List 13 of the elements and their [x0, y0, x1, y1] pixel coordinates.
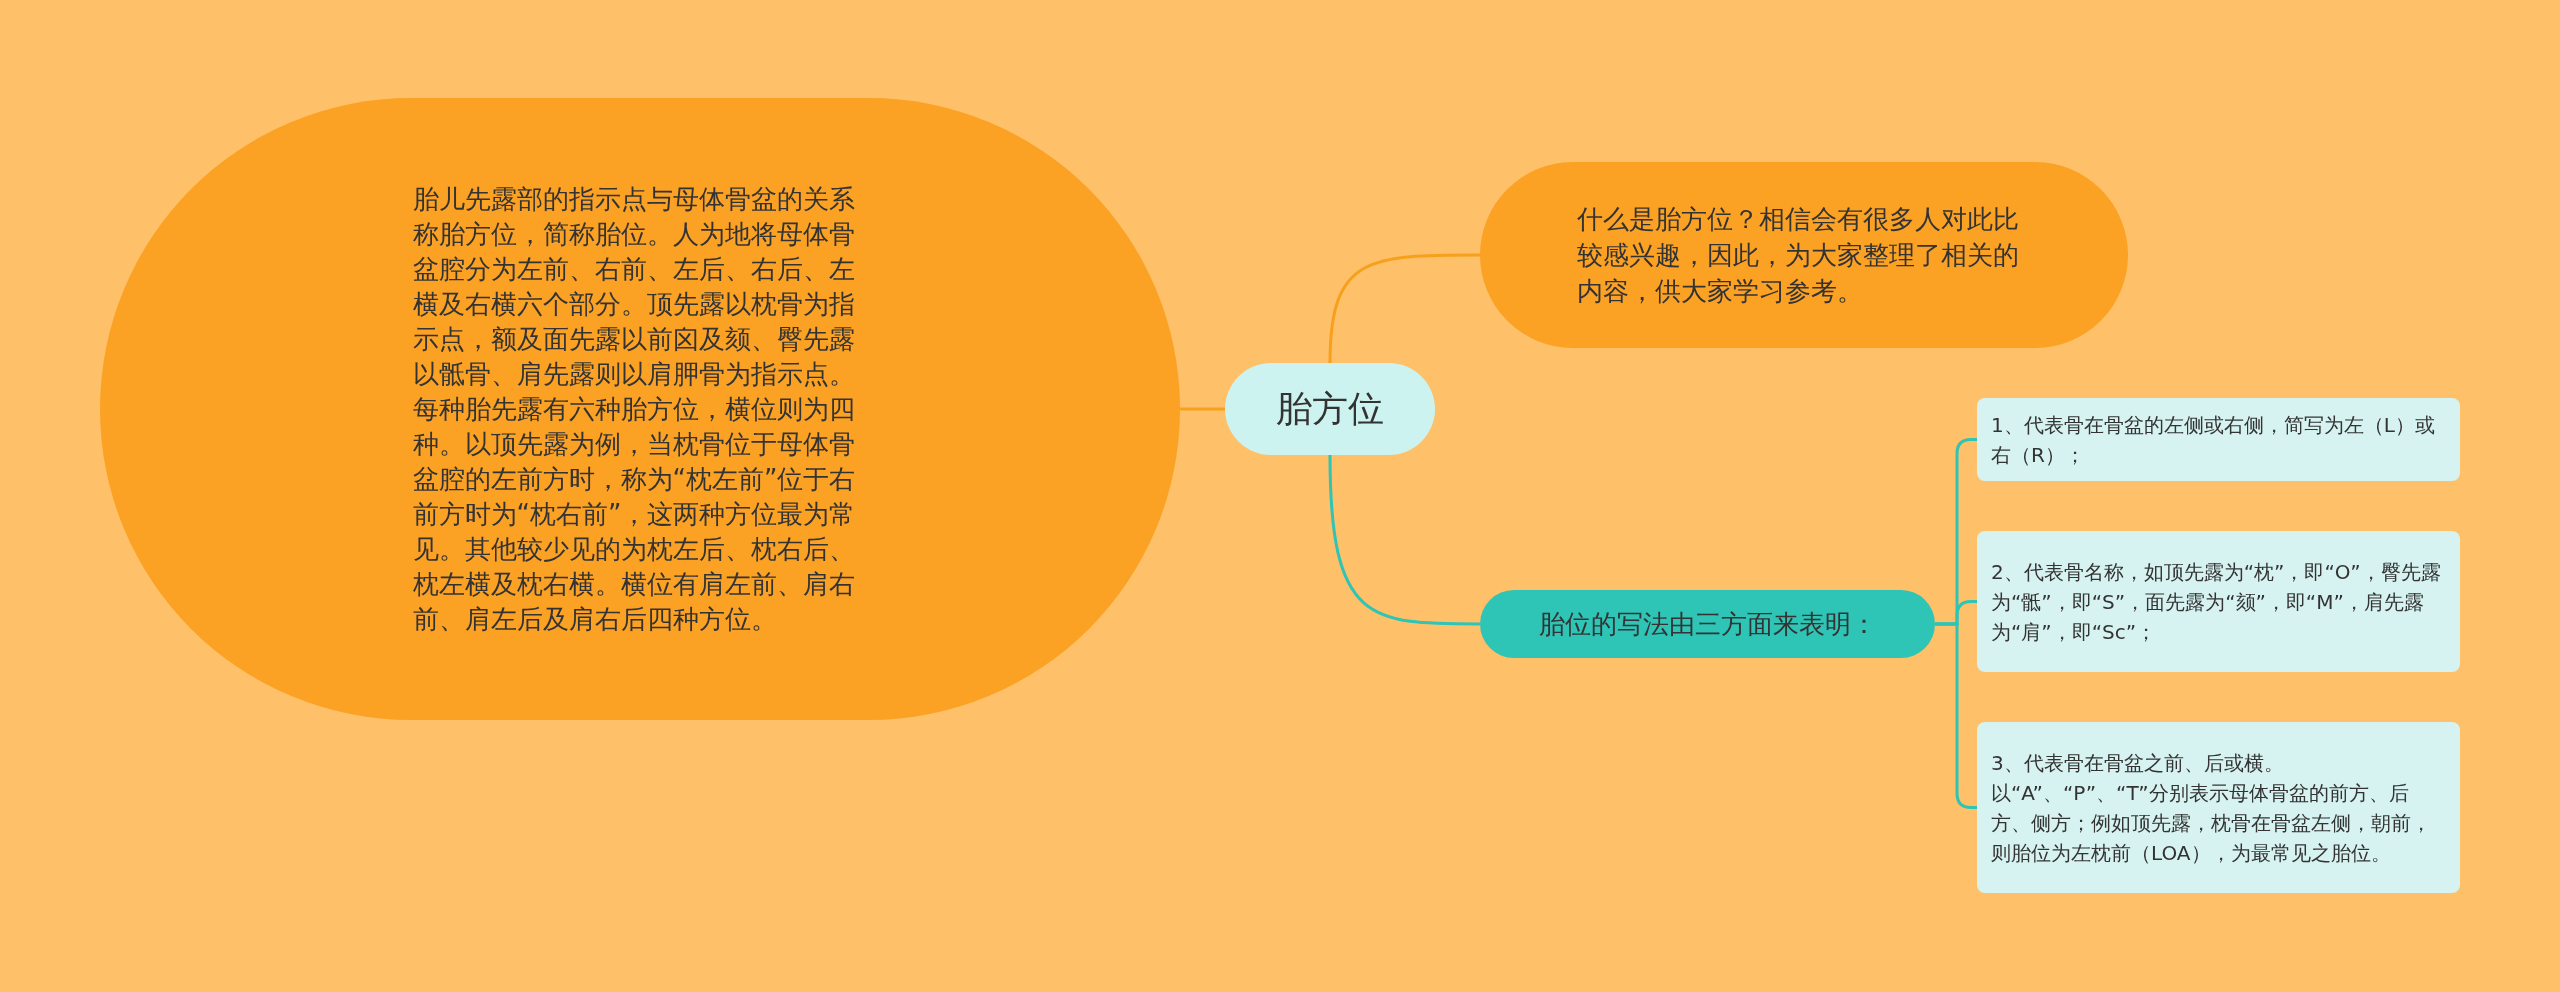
detail-card [1977, 531, 2460, 672]
node-text: 3、代表骨在骨盆之前、后或横。以“A”、“P”、“T”分别表示母体骨盆的前方、后方、侧方；例如顶先露，枕骨在骨盆左侧，朝前，则胎位为左枕前（LOA），为最常见之胎位。 [1991, 749, 2432, 867]
connector-line [1328, 454, 1480, 626]
node-text: 胎位的写法由三方面来表明： [1538, 607, 1877, 641]
detail-card [1977, 722, 2460, 893]
node-text: 1、代表骨在骨盆的左侧或右侧，简写为左（L）或右（R）； [1991, 411, 2436, 469]
node-text: 什么是胎方位？相信会有很多人对此比较感兴趣，因此，为大家整理了相关的内容，供大家学习参考。 [1576, 203, 2020, 308]
node-text: 2、代表骨名称，如顶先露为“枕”，即“O”，臀先露为“骶”，即“S”，面先露为“颏”，即“M”，肩先露为“肩”，即“Sc”； [1991, 558, 2442, 646]
node-text: 胎方位 [1276, 387, 1384, 431]
detail-card [1977, 398, 2460, 481]
connector-line [1328, 253, 1480, 364]
connector-line [1180, 407, 1225, 411]
node-text: 胎儿先露部的指示点与母体骨盆的关系称胎方位，简称胎位。人为地将母体骨盆腔分为左前、右前、左后、右后、左横及右横六个部分。顶先露以枕骨为指示点，额及面先露以前囟及颏、臀先露以骶骨、肩先露则以肩胛骨为指示点。每种胎先露有六种胎方位，横位则为四种。以顶先露为例，当枕骨位于母体骨盆腔的左前方时，称为“枕左前”位于右前方时为“枕右前”，这两种方位最为常见。其他较少见的为枕左后、枕右后、枕左横及枕右横。横位有肩左前、肩右前、肩左后及肩右后四种方位。 [412, 182, 857, 636]
